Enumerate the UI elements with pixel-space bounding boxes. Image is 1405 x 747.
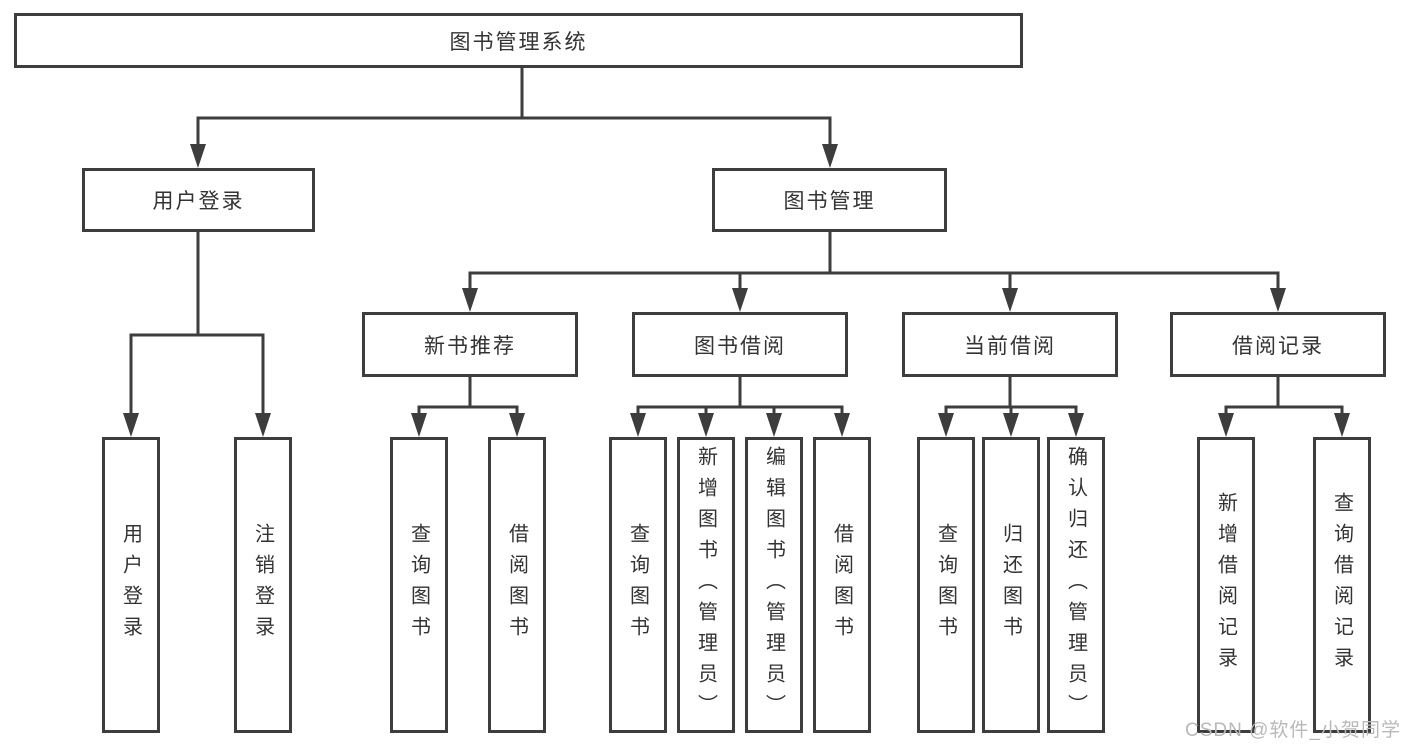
leaf-confirm-return-admin: 确认归还（管理员） <box>1047 437 1105 733</box>
node-borrow-records: 借阅记录 <box>1170 312 1386 377</box>
node-library-system: 图书管理系统 <box>14 13 1023 68</box>
watermark-csdn: CSDN @软件_小贺同学 <box>1185 720 1401 741</box>
leaf-query-book-2: 查询图书 <box>609 437 667 733</box>
leaf-borrow-book-1: 借阅图书 <box>488 437 546 733</box>
node-new-book-recommend: 新书推荐 <box>362 312 578 377</box>
leaf-query-borrow-record: 查询借阅记录 <box>1313 437 1371 733</box>
leaf-user-login: 用户登录 <box>102 437 160 733</box>
leaf-query-book-1: 查询图书 <box>390 437 448 733</box>
leaf-return-book: 归还图书 <box>982 437 1040 733</box>
leaf-borrow-book-2: 借阅图书 <box>813 437 871 733</box>
node-current-borrow: 当前借阅 <box>902 312 1118 377</box>
leaf-add-borrow-record: 新增借阅记录 <box>1197 437 1255 733</box>
node-book-borrow: 图书借阅 <box>632 312 848 377</box>
leaf-edit-book-admin: 编辑图书（管理员） <box>745 437 803 733</box>
node-book-management: 图书管理 <box>712 168 947 232</box>
leaf-add-book-admin: 新增图书（管理员） <box>677 437 735 733</box>
leaf-logout: 注销登录 <box>234 437 292 733</box>
leaf-query-book-3: 查询图书 <box>917 437 975 733</box>
node-user-login: 用户登录 <box>82 168 315 232</box>
